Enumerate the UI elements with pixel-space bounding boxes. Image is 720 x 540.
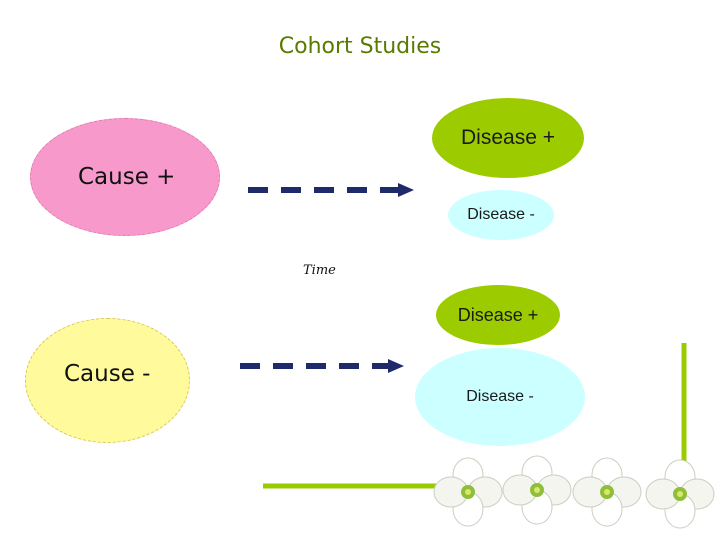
arrowhead-cause-negative-icon	[388, 359, 404, 373]
flower-icon	[433, 457, 503, 527]
cause-positive-label: Cause +	[78, 164, 176, 190]
cause-positive-oval	[30, 118, 220, 236]
group1-disease-negative-oval: Disease -	[448, 190, 554, 240]
group2-disease-positive-oval: Disease +	[436, 285, 560, 345]
flower-icon	[572, 457, 642, 527]
cause-negative-label: Cause -	[64, 361, 151, 387]
time-label: Time	[303, 263, 336, 278]
flower-decoration	[433, 455, 715, 529]
flower-icon	[645, 459, 715, 529]
arrowhead-cause-positive-icon	[398, 183, 414, 197]
cause-negative-oval	[25, 318, 190, 443]
group2-disease-negative-oval: Disease -	[415, 348, 585, 446]
flower-icon	[502, 455, 572, 525]
slide-title: Cohort Studies	[278, 34, 442, 59]
group1-disease-positive-oval: Disease +	[432, 98, 584, 178]
